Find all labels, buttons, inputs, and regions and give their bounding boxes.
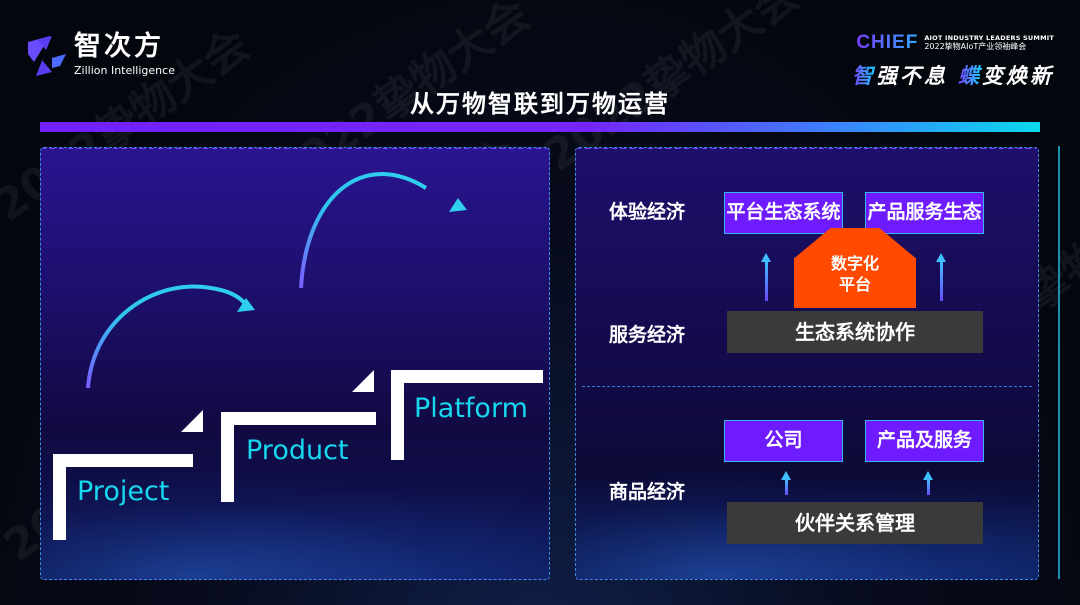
step-shape-project (53, 454, 193, 540)
brand-logo: 智次方 Zillion Intelligence (22, 32, 175, 78)
bar-ecosystem-collaboration: 生态系统协作 (727, 311, 983, 353)
bar-partner-relationship-management: 伙伴关系管理 (727, 502, 983, 544)
box-company: 公司 (724, 420, 843, 462)
edge-line (1058, 146, 1060, 579)
row-label-experience: 体验经济 (609, 201, 686, 223)
event-subtitle-en: AIOT INDUSTRY LEADERS SUMMIT (924, 34, 1054, 42)
evolution-panel: Project Product Platform (40, 147, 550, 580)
logo-en-text: Zillion Intelligence (74, 64, 175, 77)
step-corner (181, 410, 203, 432)
event-subtitle-cn: 2022挚物AIoT产业领袖峰会 (924, 42, 1027, 51)
mountain-background (41, 469, 549, 579)
row-label-goods: 商品经济 (609, 481, 686, 503)
up-arrow-icon (936, 253, 946, 301)
step-shape-platform (391, 370, 543, 460)
step-label-product: Product (246, 435, 349, 466)
title-underline-bar (40, 122, 1040, 132)
digital-platform-label: 数字化 平台 (830, 254, 879, 294)
box-products-services: 产品及服务 (865, 420, 984, 462)
box-platform-ecosystem: 平台生态系统 (724, 192, 843, 234)
event-logo: CHIEF AIOT INDUSTRY LEADERS SUMMIT 2022挚… (824, 32, 1054, 90)
section-divider (582, 386, 1032, 387)
slogan-part: 强不息 (876, 64, 948, 88)
zillion-z-logo-icon (22, 32, 68, 78)
row-label-service: 服务经济 (609, 324, 686, 346)
logo-cn-text: 智次方 (74, 31, 164, 62)
up-arrow-icon (781, 471, 791, 495)
up-arrow-icon (761, 253, 771, 301)
slogan-part: 变焕新 (982, 64, 1054, 88)
step-shape-product (221, 412, 376, 502)
event-slogan: 智 强不息 蝶 变焕新 (824, 60, 1054, 90)
curved-arrow-icon (86, 172, 467, 389)
economy-panel: 体验经济 服务经济 商品经济 平台生态系统 产品服务生态 数字化 平台 生态系统… (575, 147, 1039, 580)
step-corner (352, 370, 374, 392)
chief-brand: CHIEF (856, 32, 919, 53)
slogan-part: 蝶 (958, 60, 982, 90)
slogan-part: 智 (852, 60, 876, 90)
box-product-service-ecosystem: 产品服务生态 (865, 192, 984, 234)
up-arrow-icon (923, 471, 933, 495)
page-title: 从万物智联到万物运营 (410, 90, 670, 118)
step-label-platform: Platform (414, 393, 528, 424)
step-label-project: Project (77, 476, 170, 507)
